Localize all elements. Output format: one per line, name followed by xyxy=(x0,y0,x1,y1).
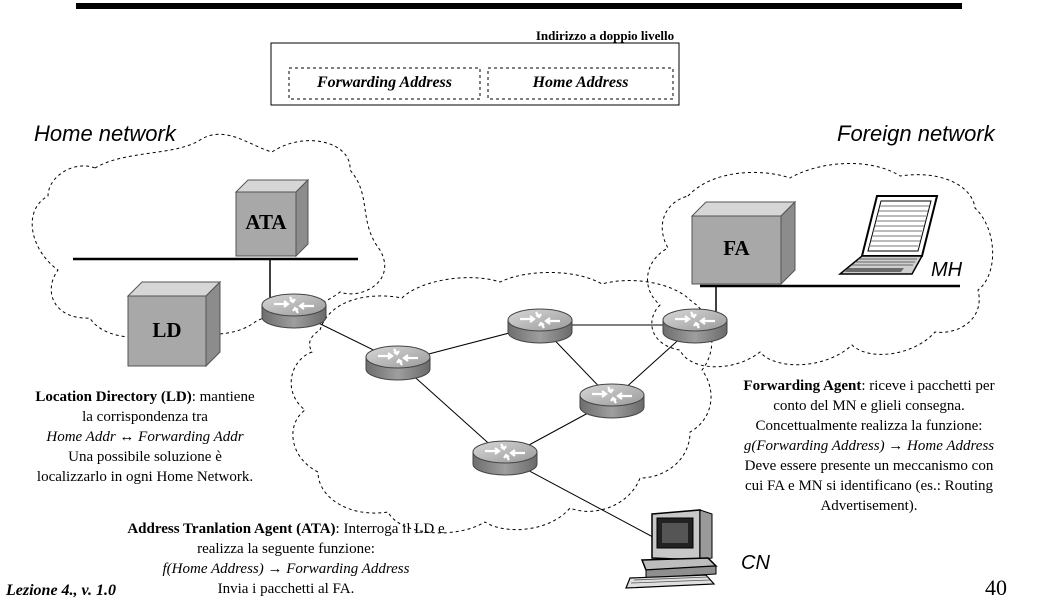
router-foreign xyxy=(661,307,729,345)
ata-description: Address Tranlation Agent (ATA): Interrog… xyxy=(106,519,466,599)
foreign-network-label: Foreign network xyxy=(837,121,995,146)
ld-label: LD xyxy=(152,318,182,342)
fa-label: FA xyxy=(723,236,750,260)
forwarding-address-label: Forwarding Address xyxy=(317,74,452,91)
fa-desc-line4: g(Forwarding Address) → Home Address xyxy=(743,438,995,454)
router-home xyxy=(260,292,328,330)
fa-desc-line3: Concettualmente realizza la funzione: xyxy=(755,418,983,434)
ld-description: Location Directory (LD): mantiene la cor… xyxy=(4,387,286,487)
ata-desc-title: Address Tranlation Agent (ATA) xyxy=(127,521,336,537)
ld-server xyxy=(126,280,222,368)
home-network-cloud xyxy=(31,133,386,338)
ata-desc-line2: realizza la seguente funzione: xyxy=(197,541,375,557)
cn-label: CN xyxy=(741,552,770,574)
ld-desc-line4: Una possibile soluzione è xyxy=(68,449,222,465)
fa-desc-line6: cui FA e MN si identificano (es.: Routin… xyxy=(744,478,994,494)
forwarding-address-field xyxy=(288,67,481,100)
ld-desc-line5: localizzarlo in ogni Home Network. xyxy=(36,469,254,485)
mh-label: MH xyxy=(931,259,963,281)
ld-desc-text1: : mantiene xyxy=(191,389,255,405)
home-address-field xyxy=(487,67,674,100)
ld-desc-line2: la corrispondenza tra xyxy=(82,409,208,425)
ld-desc-line3: Home Addr ↔ Forwarding Addr xyxy=(46,429,244,445)
ata-desc-line4: Invia i pacchetti al FA. xyxy=(217,581,355,597)
router-internet-south xyxy=(471,439,539,477)
home-address-label: Home Address xyxy=(532,74,629,91)
ata-label: ATA xyxy=(245,210,287,234)
fa-desc-line5: Deve essere presente un meccanismo con xyxy=(744,458,994,474)
fa-description: Forwarding Agent: riceve i pacchetti per… xyxy=(706,376,1032,516)
laptop-icon xyxy=(837,195,939,275)
dual-address-title: Indirizzo a doppio livello xyxy=(535,28,675,43)
ata-server xyxy=(234,178,310,258)
fa-desc-title: Forwarding Agent xyxy=(743,378,862,394)
router-internet-west xyxy=(364,344,432,382)
fa-desc-line2: conto del MN e glieli consegna. xyxy=(773,398,965,414)
fa-server xyxy=(690,200,797,286)
dual-address-box xyxy=(270,42,680,106)
lecture-footer: Lezione 4., v. 1.0 xyxy=(6,582,117,599)
ld-desc-title: Location Directory (LD) xyxy=(35,389,192,405)
fa-desc-text1: : riceve i pacchetti per xyxy=(861,378,995,394)
home-network-label: Home network xyxy=(34,121,176,146)
router-internet-north xyxy=(506,307,574,345)
page-number: 40 xyxy=(985,575,1007,600)
ata-desc-line3: f(Home Address) → Forwarding Address xyxy=(162,561,410,577)
fa-desc-line7: Advertisement). xyxy=(820,498,918,514)
foreign-network-cloud xyxy=(647,162,994,368)
desktop-computer-icon xyxy=(625,509,718,589)
ata-desc-text1: : Interroga il LD e xyxy=(335,521,445,537)
header-bar xyxy=(76,3,962,9)
internet-cloud xyxy=(290,271,713,534)
router-internet-east xyxy=(578,382,646,420)
